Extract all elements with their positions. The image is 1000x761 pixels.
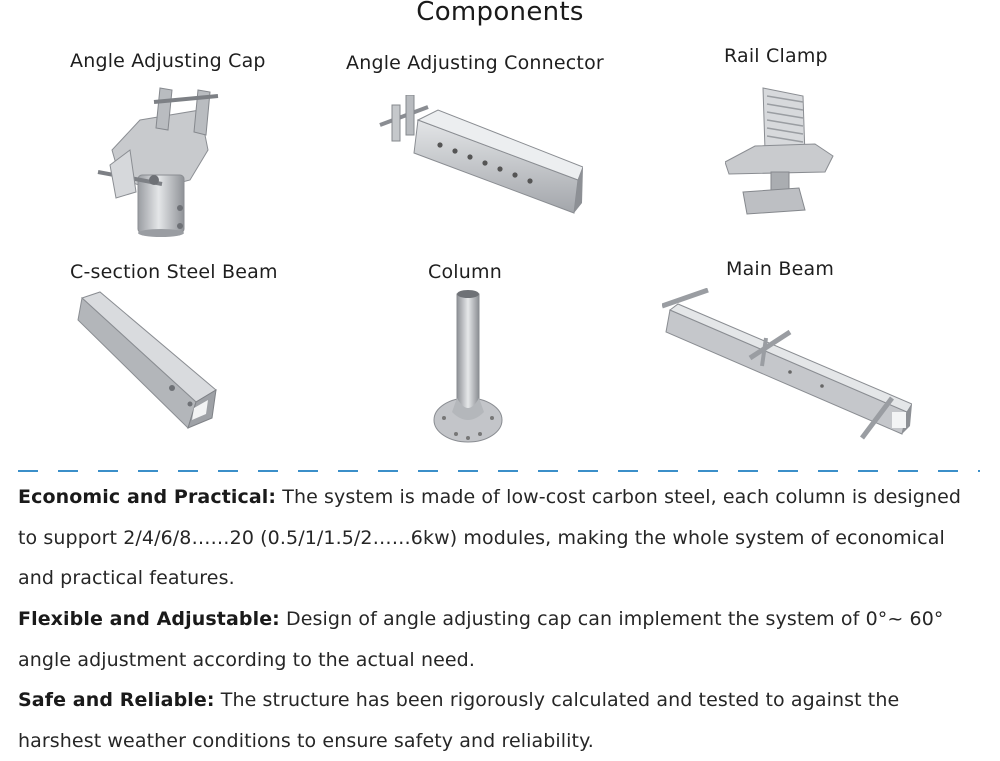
- component-label-rail-clamp: Rail Clamp: [724, 45, 828, 67]
- feature-safe-reliable: Safe and Reliable: The structure has bee…: [18, 680, 983, 761]
- c-section-steel-beam-image: [77, 291, 217, 429]
- component-label-angle-adjusting-cap: Angle Adjusting Cap: [70, 50, 266, 72]
- feature-heading: Safe and Reliable:: [18, 689, 215, 711]
- angle-adjusting-cap-image: [97, 87, 219, 237]
- feature-heading: Flexible and Adjustable:: [18, 608, 280, 630]
- component-label-c-section-steel-beam: C-section Steel Beam: [70, 261, 278, 283]
- component-label-column: Column: [428, 261, 502, 283]
- page-title: Components: [416, 0, 584, 27]
- main-beam-image: [662, 288, 912, 440]
- rail-clamp-image: [725, 87, 834, 215]
- feature-text: Design of angle adjusting cap can implem…: [18, 608, 944, 671]
- component-label-angle-adjusting-connector: Angle Adjusting Connector: [346, 52, 604, 74]
- column-image: [433, 290, 503, 443]
- component-label-main-beam: Main Beam: [726, 258, 835, 280]
- feature-heading: Economic and Practical:: [18, 486, 277, 508]
- angle-adjusting-connector-image: [379, 95, 583, 214]
- feature-text: The system is made of low-cost carbon st…: [18, 486, 962, 589]
- feature-economic-practical: Economic and Practical: The system is ma…: [18, 477, 983, 599]
- feature-flexible-adjustable: Flexible and Adjustable: Design of angle…: [18, 599, 983, 680]
- section-divider: [18, 470, 980, 472]
- feature-text: The structure has been rigorously calcul…: [18, 689, 900, 752]
